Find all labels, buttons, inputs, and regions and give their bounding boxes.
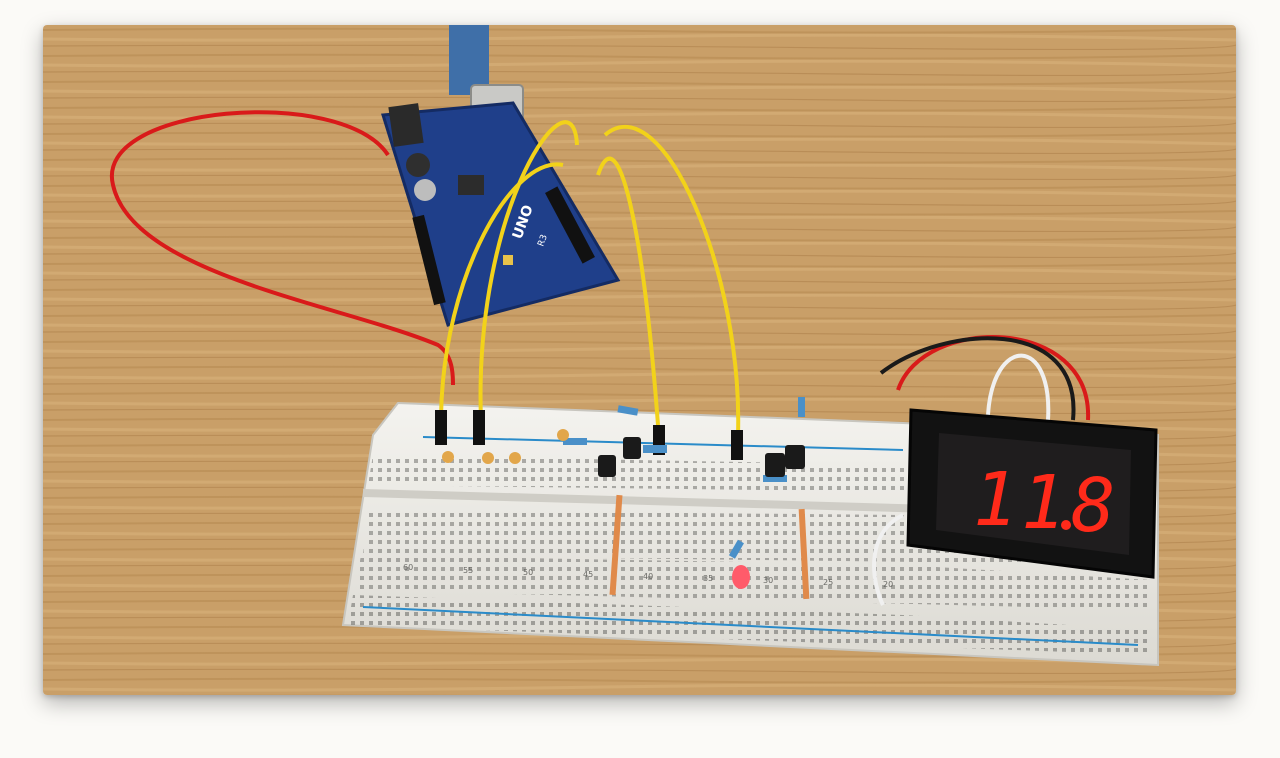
jumper-ends — [435, 410, 743, 460]
display-digit-3: 8 — [1071, 463, 1116, 549]
row-number-30: 30 — [763, 576, 773, 585]
display-decimal-point — [1061, 520, 1071, 530]
components — [442, 397, 810, 600]
row-number-25: 25 — [823, 578, 833, 587]
photo-scene: UNO R3 60 55 50 45 40 35 30 25 20 — [43, 25, 1236, 695]
voltmeter-display-icon: 1 1 8 — [906, 408, 1158, 579]
voltmeter-wires — [872, 335, 1091, 606]
row-number-50: 50 — [523, 568, 533, 577]
display-digit-2: 1 — [1021, 460, 1066, 546]
red-wire — [109, 110, 455, 386]
yellow-wires — [439, 120, 741, 436]
display-digit-1: 1 — [973, 457, 1018, 543]
arduino-revision-label: R3 — [536, 233, 549, 248]
arduino-board-icon: UNO R3 — [381, 101, 621, 327]
row-number-20: 20 — [883, 580, 893, 589]
row-number-45: 45 — [583, 570, 593, 579]
photo-frame: UNO R3 60 55 50 45 40 35 30 25 20 — [43, 25, 1236, 695]
row-number-35: 35 — [703, 574, 713, 583]
row-number-60: 60 — [403, 563, 413, 572]
row-number-40: 40 — [643, 572, 653, 581]
row-number-55: 55 — [463, 566, 473, 575]
